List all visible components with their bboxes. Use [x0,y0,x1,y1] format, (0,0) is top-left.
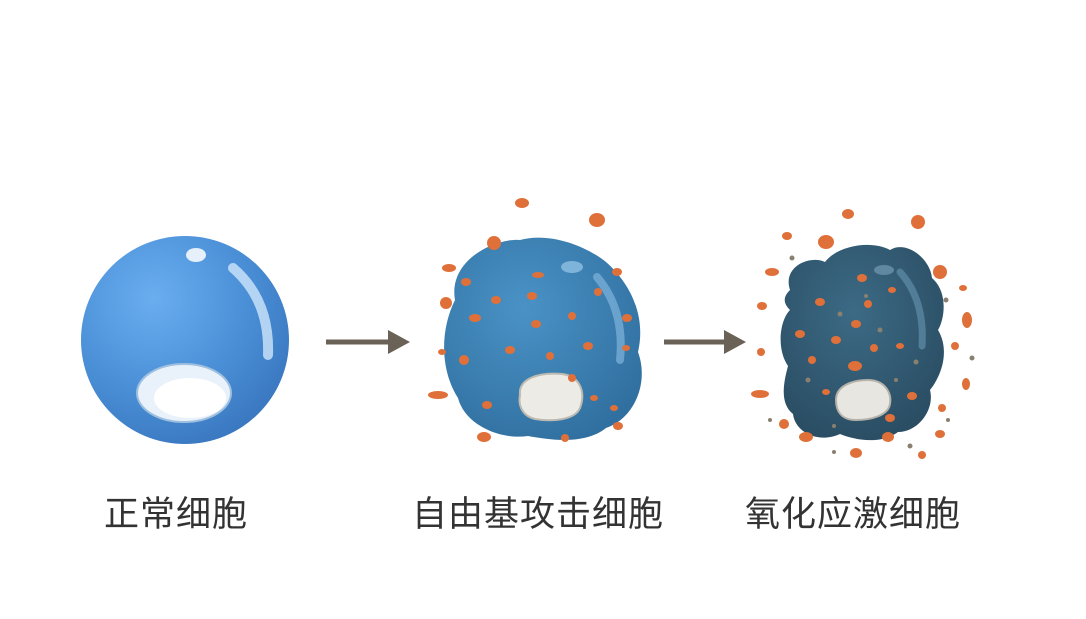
normal-cell-highlight [186,248,206,262]
attacked-cell-nucleus [518,372,584,422]
stage-label-normal: 正常细胞 [104,495,249,535]
normal-cell [81,236,289,444]
stage-label-attacked: 自由基攻击细胞 [412,495,665,535]
arrow-right-icon [664,330,746,354]
attacked-cell-reflection [593,273,625,364]
stressed-cell-body [780,244,944,441]
stressed-cell [751,209,975,459]
normal-cell-reflection [228,263,274,360]
stressed-cell-nucleus [834,378,892,422]
attacked-cell-radicals-inner [459,272,630,411]
stage-label-stressed: 氧化应激细胞 [745,495,962,535]
normal-cell-body [81,236,289,444]
stressed-cell-debris-outer [768,255,975,454]
stressed-cell-radicals-inner [795,274,917,422]
attacked-cell-body [444,237,642,440]
stressed-cell-radicals-outer [751,209,972,459]
arrow-right-icon [326,330,410,354]
normal-cell-nucleus-inner [154,378,226,418]
stressed-cell-debris [805,294,919,428]
attacked-cell-radicals-outer [428,198,632,442]
attacked-cell [428,198,642,442]
stressed-cell-highlight [874,265,894,275]
stressed-cell-reflection [896,268,926,350]
attacked-cell-highlight [561,261,583,273]
